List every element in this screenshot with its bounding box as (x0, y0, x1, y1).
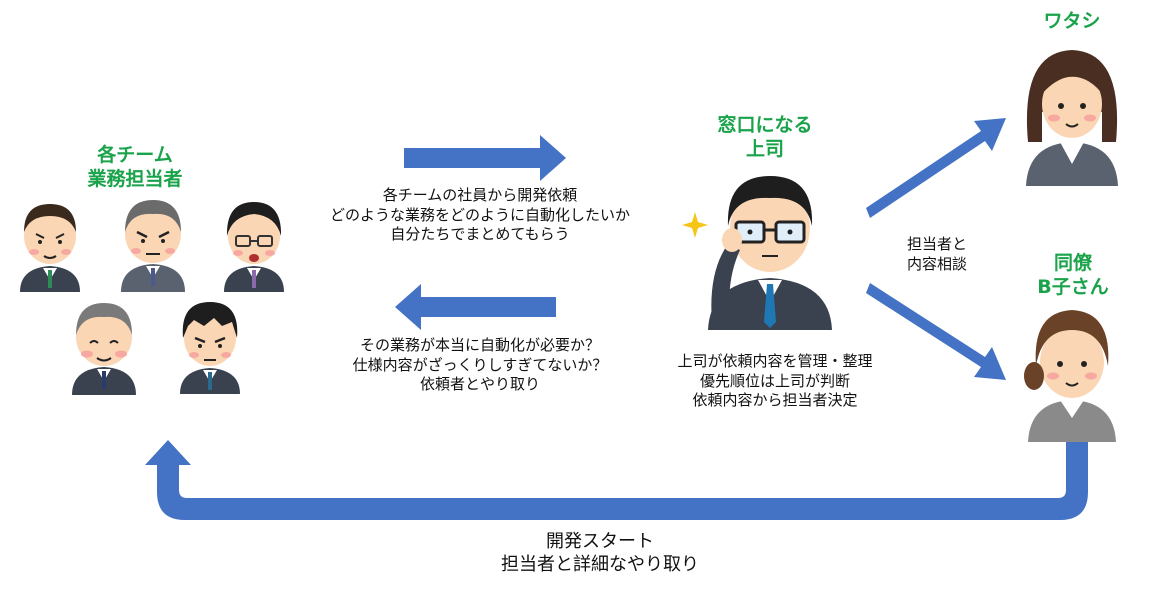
request-text: 各チームの社員から開発依頼 どのような業務をどのように自動化したいか 自分たちで… (315, 186, 645, 245)
boss-title-line2: 上司 (745, 137, 784, 160)
review-text-line3: 依頼者とやり取り (419, 375, 540, 393)
team-member-4 (72, 303, 136, 395)
watashi-label: ワタシ (1022, 10, 1122, 34)
boss-title: 窓口になる 上司 (680, 114, 850, 162)
colleague-label-line1: 同僚 (1053, 252, 1092, 274)
request-text-line3: 自分たちでまとめてもらう (390, 225, 570, 243)
bottom-text-line1: 開発スタート (546, 531, 654, 552)
arrow-to-colleague (866, 283, 1006, 380)
review-text: その業務が本当に自動化が必要か？ 仕様内容がざっくりしすぎてないか？ 依頼者とや… (330, 336, 630, 395)
teams-title-line2: 業務担当者 (87, 167, 183, 190)
assign-text-line1: 担当者と (906, 235, 967, 253)
watashi-figure (1026, 50, 1118, 186)
colleague-label: 同僚 B子さん (1018, 252, 1128, 300)
return-arrow (145, 440, 1088, 520)
watashi-label-text: ワタシ (1043, 10, 1101, 32)
sparkle-icon (682, 212, 708, 238)
bottom-text: 開発スタート 担当者と詳細なやり取り (450, 530, 750, 577)
colleague-figure (1024, 310, 1116, 442)
boss-figure (708, 176, 832, 330)
teams-title-line1: 各チーム (97, 144, 173, 166)
arrow-to-watashi (866, 118, 1006, 218)
review-text-line2: 仕様内容がざっくりしすぎてないか？ (352, 355, 608, 374)
colleague-label-line2: B子さん (1037, 275, 1109, 298)
bottom-text-line2: 担当者と詳細なやり取り (501, 554, 699, 576)
teams-title: 各チーム 業務担当者 (60, 144, 210, 192)
team-member-5 (180, 302, 240, 394)
assign-text-line2: 内容相談 (906, 254, 967, 273)
boss-note: 上司が依頼内容を管理・整理 優先順位は上司が判断 依頼内容から担当者決定 (660, 352, 890, 411)
assign-text: 担当者と 内容相談 (892, 235, 982, 274)
team-member-1 (20, 204, 80, 292)
team-member-2 (121, 200, 185, 292)
team-member-3 (224, 202, 284, 292)
arrow-to-boss (404, 135, 566, 181)
boss-note-line2: 優先順位は上司が判断 (699, 371, 850, 390)
arrow-to-teams (395, 284, 556, 330)
boss-note-line1: 上司が依頼内容を管理・整理 (677, 352, 873, 370)
boss-note-line3: 依頼内容から担当者決定 (692, 391, 858, 409)
request-text-line1: 各チームの社員から開発依頼 (382, 186, 578, 204)
review-text-line1: その業務が本当に自動化が必要か？ (359, 336, 600, 354)
boss-title-line1: 窓口になる (717, 114, 813, 136)
request-text-line2: どのような業務をどのように自動化したいか (329, 205, 630, 224)
